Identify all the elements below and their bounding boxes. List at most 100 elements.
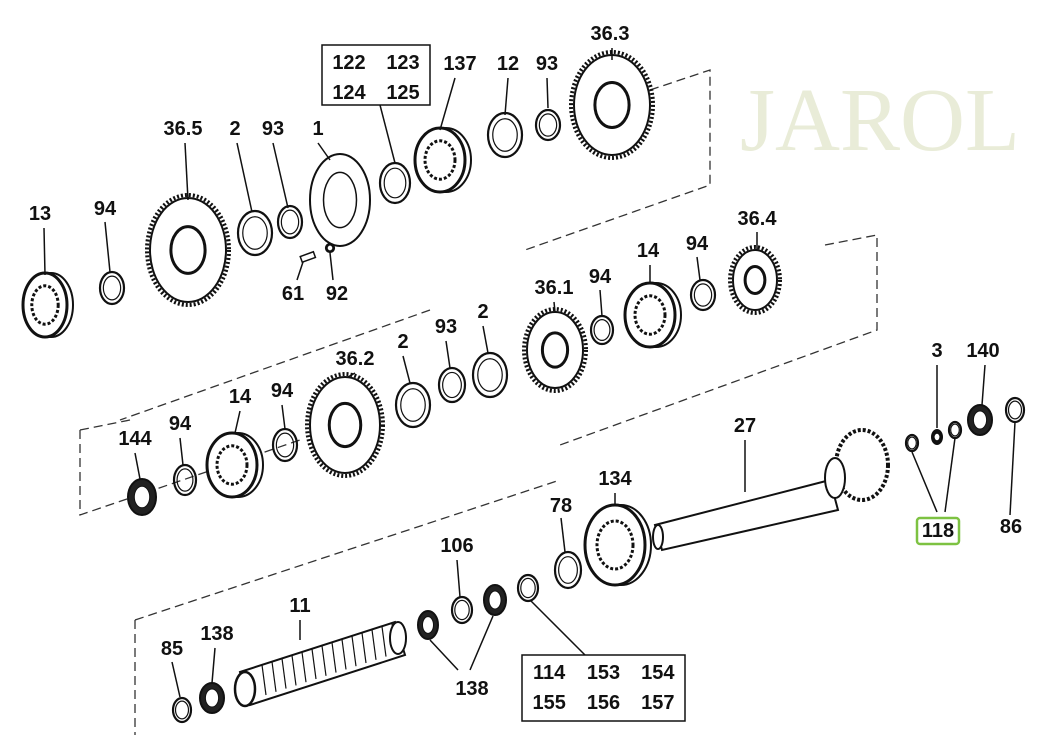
part-label-12[interactable]: 12 [497,53,519,75]
part-label-61[interactable]: 61 [282,283,304,305]
gear-36-3 [569,50,655,160]
part-label-93[interactable]: 93 [262,118,284,140]
leader-line [347,372,356,378]
part-label-155[interactable]: 155 [532,692,565,714]
part-label-2[interactable]: 2 [477,301,488,323]
part-label-36.5[interactable]: 36.5 [164,118,203,140]
part-group-box: 114 153 154 155 156 157 [521,654,686,722]
part-label-36.4[interactable]: 36.4 [738,208,778,230]
part-label-11[interactable]: 11 [289,595,310,617]
part-label-13[interactable]: 13 [29,203,51,225]
part-label-78[interactable]: 78 [550,495,572,517]
snap-ring-93 [534,108,562,142]
spline-washer-2 [471,351,509,399]
part-group-box: 122 123 124 125 [321,44,431,106]
part-label-2[interactable]: 2 [397,331,408,353]
part-label-36.1[interactable]: 36.1 [535,277,574,299]
ring-114 [516,573,540,603]
needle-bearing-138 [199,682,225,714]
leader-line [445,340,451,369]
leader-line [296,261,304,281]
part-label-2[interactable]: 2 [229,118,240,140]
part-label-138[interactable]: 138 [200,623,233,645]
washer-118 [947,420,963,440]
leader-line [456,559,461,598]
parts [21,50,1026,724]
leader-line [402,355,411,384]
part-label-1[interactable]: 1 [312,118,323,140]
part-label-94[interactable]: 94 [686,233,709,255]
leader-line [529,599,586,656]
axis-dash-line [559,234,878,446]
bearing-14 [205,431,264,499]
part-label-114[interactable]: 114 [533,662,566,684]
spline-washer-2 [236,209,274,257]
part-label-134[interactable]: 134 [598,468,632,490]
needle-bearing-138 [483,584,507,616]
part-label-27[interactable]: 27 [734,415,756,437]
part-label-94[interactable]: 94 [94,198,117,220]
part-label-118[interactable]: 118 [922,520,954,542]
part-label-92[interactable]: 92 [326,283,348,305]
part-label-36.2[interactable]: 36.2 [336,348,375,370]
part-label-3[interactable]: 3 [931,340,942,362]
needle-bearing-138 [417,610,439,640]
leader-line [211,647,216,684]
part-label-124[interactable]: 124 [332,82,366,104]
leader-line [281,404,286,430]
leader-line [911,451,938,513]
part-label-36.3[interactable]: 36.3 [591,23,630,45]
axis-dash-line [119,309,431,421]
part-label-94[interactable]: 94 [589,266,612,288]
part-label-144[interactable]: 144 [118,428,152,450]
part-label-154[interactable]: 154 [641,662,675,684]
part-label-93[interactable]: 93 [435,316,457,338]
leader-line [944,437,956,513]
part-label-94[interactable]: 94 [169,413,192,435]
snap-ring-78 [553,550,583,590]
bearing-14 [623,281,682,349]
part-label-157[interactable]: 157 [641,692,674,714]
bolt-61 [299,250,317,264]
spline-washer-2 [394,381,432,429]
part-label-140[interactable]: 140 [966,340,999,362]
gear-36-5 [145,193,231,307]
spline-washer-122 [378,161,412,205]
spacer-106 [450,595,474,625]
ring-94 [689,278,717,312]
leader-line [272,142,289,209]
axis-dash-line [79,419,131,431]
part-label-106[interactable]: 106 [440,535,473,557]
part-label-156[interactable]: 156 [587,692,620,714]
leader-line [439,77,456,131]
leader-line [179,437,184,466]
gear-36-1 [522,307,588,393]
leader-line [317,142,331,161]
part-label-137[interactable]: 137 [443,53,476,75]
leader-line [1009,421,1016,516]
leader-line [104,221,111,273]
snap-ring-86 [1004,396,1026,424]
plate-1 [309,153,371,247]
part-label-94[interactable]: 94 [271,380,294,402]
part-label-153[interactable]: 153 [587,662,620,684]
needle-bearing-140 [967,404,993,436]
part-label-86[interactable]: 86 [1000,516,1022,538]
part-label-122[interactable]: 122 [332,52,365,74]
part-label-14[interactable]: 14 [229,386,252,408]
axis-dash-line [134,479,561,621]
part-label-138[interactable]: 138 [455,678,488,700]
gear-36-4 [728,245,782,315]
part-label-125[interactable]: 125 [386,82,419,104]
part-label-85[interactable]: 85 [161,638,183,660]
highlight-box [915,516,961,546]
disc-12 [486,111,524,159]
ring-94 [98,270,126,306]
part-label-14[interactable]: 14 [637,240,660,262]
part-label-93[interactable]: 93 [536,53,558,75]
leader-line [43,227,46,276]
part-label-123[interactable]: 123 [386,52,419,74]
leader-line [599,289,603,317]
leader-line [504,77,509,116]
